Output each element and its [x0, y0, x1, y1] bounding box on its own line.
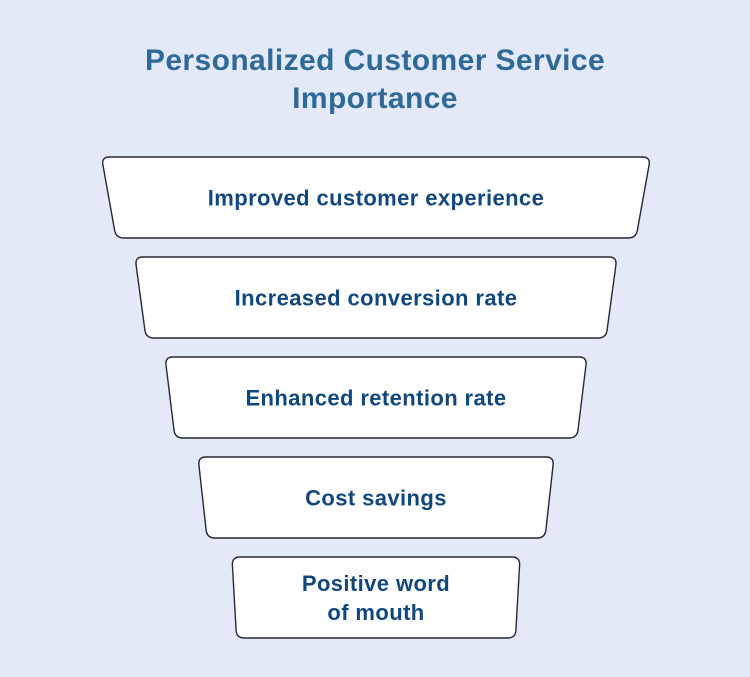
funnel-stage-shape: [198, 456, 554, 539]
funnel-stage-shape: [231, 556, 521, 639]
funnel-stage-label: of mouth: [327, 600, 424, 625]
funnel-stage: Cost savings: [198, 456, 554, 539]
funnel-stage: Positive word of mouth: [231, 556, 521, 639]
funnel-stage-label: Improved customer experience: [208, 186, 544, 211]
funnel-stage: Improved customer experience: [101, 156, 651, 239]
funnel-stage: Increased conversion rate: [135, 256, 617, 339]
funnel-stage-label: Cost savings: [305, 486, 447, 511]
funnel-stage-label: Enhanced retention rate: [245, 386, 506, 411]
funnel-stage-shape: [135, 256, 617, 339]
funnel-stage: Enhanced retention rate: [165, 356, 587, 439]
funnel-stage-shape: [101, 156, 651, 239]
funnel-stage-label: Increased conversion rate: [235, 286, 518, 311]
chart-title: Personalized Customer Service Importance: [144, 44, 606, 116]
funnel-stage-shape: [165, 356, 587, 439]
funnel-stage-label: Positive word: [302, 571, 450, 596]
